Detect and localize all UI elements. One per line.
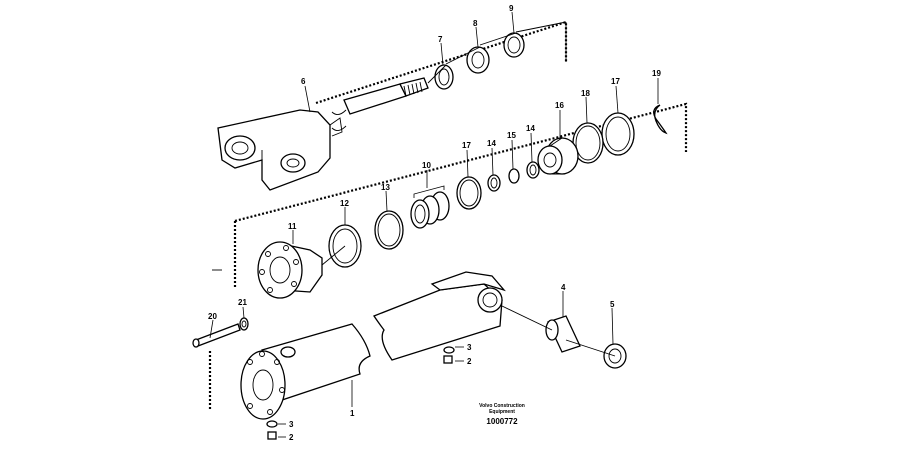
callout-19: 19 [652, 69, 661, 78]
callout-4: 4 [561, 283, 566, 292]
callout-leaders [209, 11, 659, 438]
rod-eye-part[interactable] [217, 109, 343, 191]
axis-lines [212, 21, 616, 357]
callout-10: 10 [422, 161, 431, 170]
guide-ring-part-9[interactable] [503, 32, 525, 58]
callout-14-left: 14 [487, 139, 496, 148]
callout-2-lower: 2 [289, 433, 294, 442]
back-up-ring-part-17-upper[interactable] [601, 112, 635, 156]
callout-17-upper: 17 [611, 77, 620, 86]
seal-ring-part-15[interactable] [508, 168, 520, 184]
callout-12: 12 [340, 199, 349, 208]
callout-labels: 9 8 7 6 19 17 18 16 14 15 14 17 10 13 12… [208, 4, 661, 442]
cylinder-tube-part-1[interactable] [240, 323, 371, 420]
callout-16: 16 [555, 101, 564, 110]
credit-company: Volvo Construction [479, 403, 525, 409]
callout-3-lower: 3 [289, 420, 294, 429]
wiper-ring-part-8[interactable] [466, 46, 490, 74]
seal-ring-part-7[interactable] [434, 64, 454, 90]
circlip-part-19[interactable] [653, 104, 668, 135]
seal-ring-part-14-right[interactable] [526, 161, 540, 179]
washer-part-3-lower[interactable] [266, 420, 278, 428]
piston-rod-part[interactable] [331, 77, 429, 131]
seal-ring-part-14-left[interactable] [487, 174, 501, 192]
callout-18: 18 [581, 89, 590, 98]
callout-15: 15 [507, 131, 516, 140]
callout-9: 9 [509, 4, 514, 13]
washer-part-21[interactable] [239, 317, 249, 331]
nipple-part-2-upper[interactable] [443, 355, 453, 364]
callout-11: 11 [288, 222, 297, 231]
callout-5: 5 [610, 300, 615, 309]
nipple-part-2-lower[interactable] [267, 431, 277, 440]
diagram-number: 1000772 [486, 417, 518, 426]
callout-3-upper: 3 [467, 343, 472, 352]
cylinder-head-part-11[interactable] [257, 241, 323, 299]
piston-part-16[interactable] [537, 137, 579, 175]
callout-13: 13 [381, 183, 390, 192]
callout-8: 8 [473, 19, 478, 28]
callout-6: 6 [301, 77, 306, 86]
cylinder-tube-rear-part-1[interactable] [373, 271, 506, 361]
bolt-part-20[interactable] [192, 323, 241, 348]
back-up-ring-part-17-lower[interactable] [456, 176, 482, 210]
o-ring-part-13[interactable] [374, 210, 404, 250]
credit-block: Volvo Construction Equipment 1000772 [479, 403, 525, 426]
callout-14-right: 14 [526, 124, 535, 133]
assembly-guide-lines [208, 20, 688, 410]
callout-20: 20 [208, 312, 217, 321]
seal-kit-part-10[interactable] [410, 185, 450, 229]
washer-part-3-upper[interactable] [443, 346, 455, 354]
callout-7: 7 [438, 35, 443, 44]
callout-17-lower: 17 [462, 141, 471, 150]
bushing-part-4[interactable] [545, 315, 581, 353]
callout-21: 21 [238, 298, 247, 307]
callout-2-upper: 2 [467, 357, 472, 366]
credit-equipment: Equipment [489, 409, 515, 415]
callout-1: 1 [350, 409, 355, 418]
